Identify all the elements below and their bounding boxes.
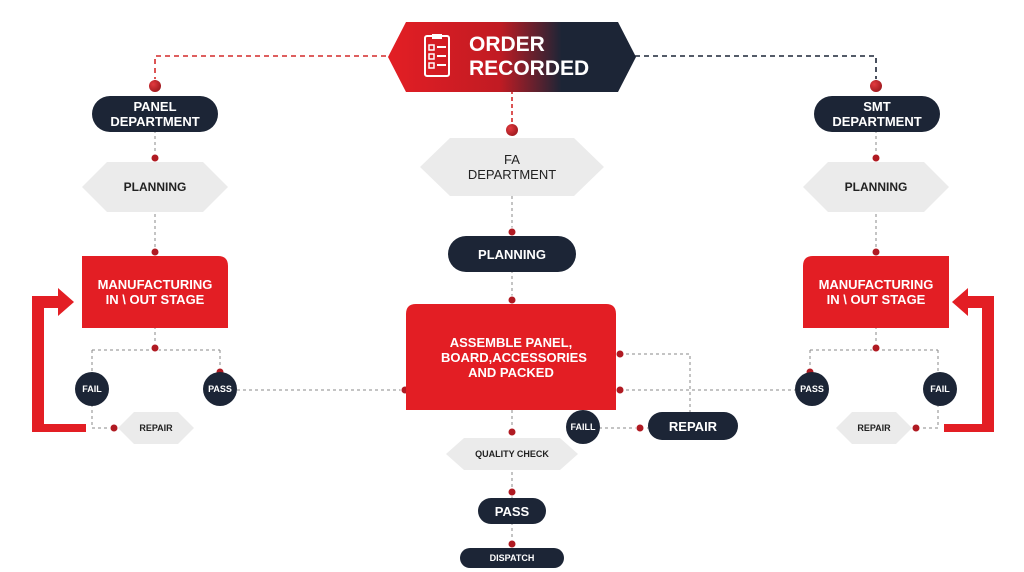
panel-department-label: PANEL DEPARTMENT bbox=[110, 99, 200, 129]
center-fail-node: FAILL bbox=[566, 410, 600, 444]
connector-dot bbox=[151, 248, 159, 256]
fa-department-label: FA DEPARTMENT bbox=[467, 152, 557, 182]
smt-department-label: SMT DEPARTMENT bbox=[832, 99, 922, 129]
connector-dot bbox=[872, 248, 880, 256]
left-fail-label: FAIL bbox=[82, 384, 102, 394]
center-repair: REPAIR bbox=[648, 412, 738, 440]
right-repair-label: REPAIR bbox=[857, 423, 891, 433]
connector-dot bbox=[872, 154, 880, 162]
center-pass: PASS bbox=[478, 498, 546, 524]
header-title: ORDER RECORDED bbox=[469, 33, 590, 80]
left-manufacturing-stage: MANUFACTURING IN \ OUT STAGE bbox=[82, 256, 228, 328]
connector-dot bbox=[151, 154, 159, 162]
connector-dot bbox=[616, 386, 624, 394]
connector-dot bbox=[151, 344, 159, 352]
left-pass-node: PASS bbox=[203, 372, 237, 406]
checklist-icon bbox=[422, 34, 452, 78]
connector-dot bbox=[401, 386, 409, 394]
fa-department-diamond: FA DEPARTMENT bbox=[420, 138, 604, 196]
right-pass-label: PASS bbox=[800, 384, 824, 394]
right-fail-label: FAIL bbox=[930, 384, 950, 394]
connector-dot bbox=[636, 424, 644, 432]
connector-dot bbox=[508, 228, 516, 236]
center-fail-label: FAILL bbox=[570, 422, 596, 432]
right-manufacturing-label: MANUFACTURING IN \ OUT STAGE bbox=[818, 277, 934, 307]
right-planning-label: PLANNING bbox=[844, 180, 908, 194]
connector-dot bbox=[508, 296, 516, 304]
panel-department: PANEL DEPARTMENT bbox=[92, 96, 218, 132]
left-repair-label: REPAIR bbox=[139, 423, 173, 433]
left-fail-node: FAIL bbox=[75, 372, 109, 406]
left-repair-diamond: REPAIR bbox=[118, 412, 194, 444]
connector-dot bbox=[912, 424, 920, 432]
connector-dot bbox=[508, 428, 516, 436]
center-planning-label: PLANNING bbox=[478, 246, 546, 262]
dispatch-label: DISPATCH bbox=[489, 552, 535, 563]
right-planning-diamond: PLANNING bbox=[803, 162, 949, 212]
right-pass-node: PASS bbox=[795, 372, 829, 406]
center-pass-label: PASS bbox=[494, 503, 530, 519]
right-repair-diamond: REPAIR bbox=[836, 412, 912, 444]
connector-dot bbox=[506, 124, 518, 136]
left-manufacturing-label: MANUFACTURING IN \ OUT STAGE bbox=[97, 277, 213, 307]
connector-dot bbox=[872, 344, 880, 352]
dispatch: DISPATCH bbox=[460, 548, 564, 568]
center-repair-label: REPAIR bbox=[668, 418, 718, 434]
connector-dot bbox=[149, 80, 161, 92]
left-planning-diamond: PLANNING bbox=[82, 162, 228, 212]
connector-dot bbox=[616, 350, 624, 358]
connector-dot bbox=[508, 488, 516, 496]
right-fail-node: FAIL bbox=[923, 372, 957, 406]
left-pass-label: PASS bbox=[208, 384, 232, 394]
smt-department: SMT DEPARTMENT bbox=[814, 96, 940, 132]
center-planning: PLANNING bbox=[448, 236, 576, 272]
loop-arrow-right bbox=[944, 288, 994, 432]
assemble-stage: ASSEMBLE PANEL, BOARD,ACCESSORIES AND PA… bbox=[406, 304, 616, 410]
right-manufacturing-stage: MANUFACTURING IN \ OUT STAGE bbox=[803, 256, 949, 328]
connector-dot bbox=[110, 424, 118, 432]
assemble-label: ASSEMBLE PANEL, BOARD,ACCESSORIES AND PA… bbox=[441, 334, 587, 380]
order-recorded-header: ORDER RECORDED bbox=[388, 22, 636, 92]
quality-check-label: QUALITY CHECK bbox=[475, 449, 549, 459]
quality-check-diamond: QUALITY CHECK bbox=[446, 438, 578, 470]
loop-arrow-left bbox=[32, 288, 86, 432]
connector-dot bbox=[870, 80, 882, 92]
connector-dot bbox=[508, 540, 516, 548]
left-planning-label: PLANNING bbox=[123, 180, 187, 194]
